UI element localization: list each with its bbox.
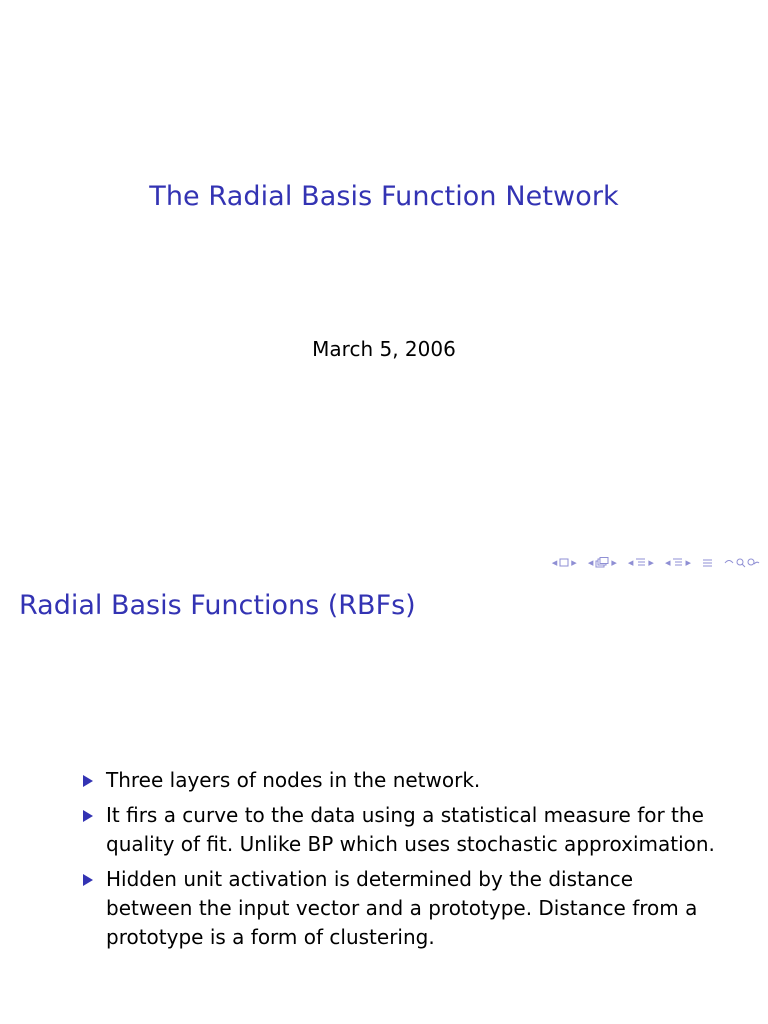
nav-next-slide-icon[interactable]: ▸ xyxy=(571,555,577,569)
nav-subsection-icon[interactable] xyxy=(635,557,646,568)
nav-align-icon[interactable] xyxy=(702,557,713,568)
nav-section-icon[interactable] xyxy=(672,557,683,568)
title-slide: The Radial Basis Function Network March … xyxy=(149,181,760,572)
list-item: Three layers of nodes in the network. xyxy=(80,766,720,795)
bullet-list: Three layers of nodes in the network. It… xyxy=(80,766,720,958)
nav-frame-icon[interactable] xyxy=(595,556,609,568)
frame-title: Radial Basis Functions (RBFs) xyxy=(19,590,416,621)
bullet-triangle-icon xyxy=(83,874,93,886)
list-item-text: Three layers of nodes in the network. xyxy=(106,768,481,792)
nav-prev-subsection-icon[interactable]: ◂ xyxy=(627,555,634,569)
nav-next-section-icon[interactable]: ▸ xyxy=(685,555,691,569)
list-item: Hidden unit activation is determined by … xyxy=(80,865,720,952)
bullet-triangle-icon xyxy=(83,810,93,822)
presentation-date: March 5, 2006 xyxy=(312,337,456,361)
presentation-title: The Radial Basis Function Network xyxy=(149,181,619,212)
nav-next-subsection-icon[interactable]: ▸ xyxy=(648,555,654,569)
nav-prev-section-icon[interactable]: ◂ xyxy=(664,555,671,569)
nav-search-icon[interactable] xyxy=(724,557,760,568)
list-item-text: Hidden unit activation is determined by … xyxy=(106,867,698,949)
bullet-triangle-icon xyxy=(83,775,93,787)
content-slide: Radial Basis Functions (RBFs) Three laye… xyxy=(0,576,768,1024)
list-item: It firs a curve to the data using a stat… xyxy=(80,801,720,859)
nav-search-group xyxy=(724,557,760,568)
nav-next-frame-icon[interactable]: ▸ xyxy=(611,555,617,569)
nav-slide-icon[interactable] xyxy=(559,558,569,567)
nav-subsection-group: ◂ ▸ xyxy=(628,557,654,568)
nav-slide-group: ◂ ▸ xyxy=(552,557,577,568)
nav-section-group: ◂ ▸ xyxy=(665,557,691,568)
nav-prev-frame-icon[interactable]: ◂ xyxy=(587,555,594,569)
nav-prev-slide-icon[interactable]: ◂ xyxy=(551,555,558,569)
list-item-text: It firs a curve to the data using a stat… xyxy=(106,803,715,856)
nav-document-group xyxy=(702,557,713,568)
nav-frame-group: ◂ ▸ xyxy=(587,555,617,569)
beamer-navigation-bar: ◂ ▸ ◂ ▸ ◂ ▸ ◂ ▸ xyxy=(544,552,760,572)
